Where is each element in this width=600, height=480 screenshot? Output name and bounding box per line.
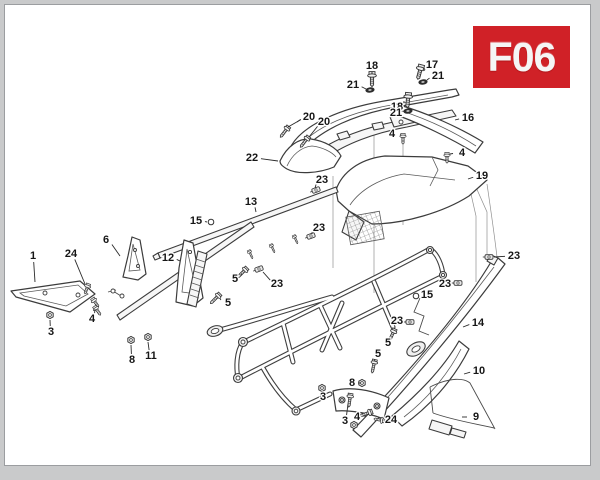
part-12-bracket (175, 239, 208, 308)
callout-label-17: 17 (426, 59, 438, 71)
callout-label-9: 9 (473, 411, 479, 423)
part-10-side-cover (391, 340, 470, 427)
callout-label-4: 4 (389, 128, 396, 140)
callout-leader-6 (111, 244, 121, 257)
part-22-seat-cowl (279, 138, 342, 174)
clip-nut-icon (482, 254, 494, 260)
callout-leader-3 (320, 390, 323, 393)
callout-leader-21 (361, 86, 367, 90)
callout-leader-5 (390, 336, 393, 339)
callout-leader-12 (176, 259, 181, 262)
part-6-bracket (122, 236, 147, 281)
callout-label-16: 16 (462, 112, 474, 124)
callout-label-18: 18 (366, 60, 378, 72)
callout-leader-20 (308, 125, 318, 138)
callout-leader-23 (493, 255, 506, 258)
callout-label-18: 18 (391, 101, 403, 113)
grommet-icon (418, 78, 428, 86)
page-code-badge: F06 (473, 26, 570, 88)
washer-icon (207, 218, 215, 226)
callout-label-12: 12 (162, 252, 174, 264)
callout-leader-19 (467, 176, 474, 180)
callout-label-23: 23 (316, 174, 328, 186)
callout-label-21: 21 (347, 79, 359, 91)
callout-label-8: 8 (349, 377, 355, 389)
callout-label-5: 5 (225, 297, 231, 309)
callout-leader-5 (219, 298, 222, 301)
callout-leader-4 (449, 153, 454, 155)
callout-label-22: 22 (246, 152, 258, 164)
callout-label-15: 15 (421, 289, 433, 301)
callout-label-21: 21 (432, 70, 444, 82)
part-subframe-outline (206, 245, 448, 416)
callout-label-20: 20 (303, 111, 315, 123)
callout-label-4: 4 (459, 147, 466, 159)
callout-label-10: 10 (473, 365, 485, 377)
callout-leader-17 (422, 67, 425, 71)
callout-leader-16 (454, 118, 460, 121)
callout-leader-24 (74, 259, 86, 285)
callout-leader-1 (33, 261, 36, 283)
page-code-label: F06 (487, 33, 557, 80)
callout-label-3: 3 (320, 391, 326, 403)
grommet-icon (365, 86, 375, 94)
callout-label-11: 11 (145, 350, 157, 362)
callout-label-24: 24 (65, 248, 78, 260)
callout-label-19: 19 (476, 170, 488, 182)
screw-icon (368, 358, 379, 375)
nut-icon (144, 332, 152, 342)
callout-leader-11 (147, 341, 150, 351)
callout-label-21: 21 (390, 107, 402, 119)
callout-leader-20 (296, 118, 301, 123)
part-13-stay-rail (152, 186, 339, 261)
screw-icon (268, 242, 277, 254)
callout-leader-3 (346, 403, 349, 416)
callout-label-3: 3 (48, 326, 54, 338)
part-9-inner-guard (429, 378, 496, 430)
callout-label-15: 15 (190, 215, 202, 227)
callout-leader-14 (462, 324, 470, 328)
callout-label-23: 23 (313, 222, 325, 234)
callout-leader-5 (374, 359, 376, 362)
callout-label-23: 23 (271, 278, 283, 290)
callout-label-14: 14 (472, 317, 485, 329)
callout-label-8: 8 (129, 354, 135, 366)
callout-label-23: 23 (439, 278, 451, 290)
callout-label-5: 5 (232, 273, 238, 285)
callout-label-23: 23 (508, 250, 520, 262)
screw-icon (246, 248, 255, 260)
callout-leader-23 (262, 271, 271, 281)
part-1-side-panel (10, 280, 125, 313)
callout-label-5: 5 (375, 348, 381, 360)
part-pivot-lug (406, 341, 426, 357)
callout-label-6: 6 (103, 234, 109, 246)
callout-label-13: 13 (245, 196, 257, 208)
part-19-rear-fender (335, 155, 488, 246)
callout-leader-5 (240, 273, 243, 276)
callout-label-5: 5 (385, 337, 391, 349)
screw-icon (207, 291, 223, 307)
callout-label-24: 24 (385, 414, 398, 426)
callout-label-23: 23 (391, 315, 403, 327)
callout-leader-22 (260, 158, 279, 162)
washer-icon (412, 292, 420, 300)
callout-label-1: 1 (30, 250, 36, 262)
callout-leader-13 (254, 207, 257, 213)
callout-leader-23 (314, 184, 317, 189)
screw-icon (291, 233, 300, 245)
callout-label-4: 4 (89, 313, 96, 325)
callout-label-20: 20 (318, 116, 330, 128)
nut-icon (127, 335, 135, 345)
bolt-icon (413, 63, 427, 81)
clip-nut-icon (251, 265, 264, 274)
callout-label-3: 3 (342, 415, 348, 427)
nut-icon (46, 310, 54, 320)
callout-label-4: 4 (354, 411, 361, 423)
callout-leader-21 (426, 77, 430, 81)
callout-leader-10 (463, 371, 471, 375)
part-14-side-rail (352, 254, 506, 438)
